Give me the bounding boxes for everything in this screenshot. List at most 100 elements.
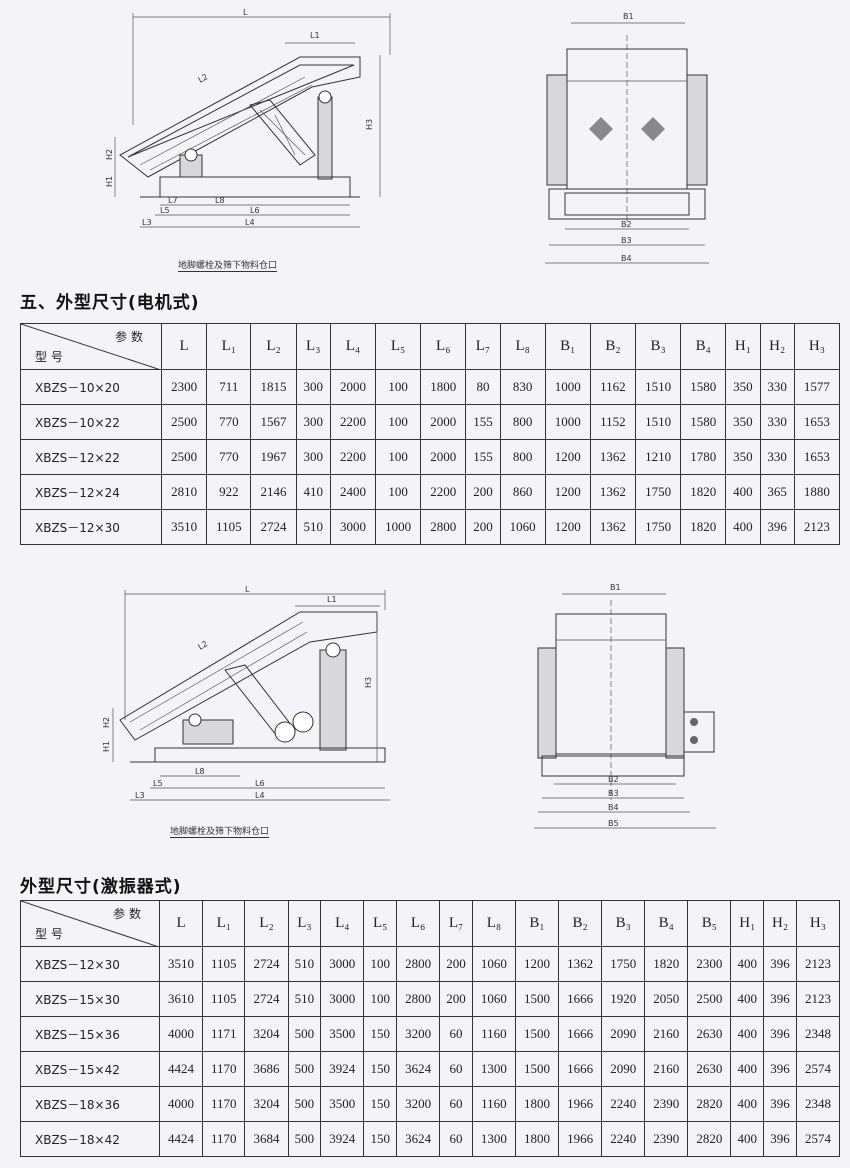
value-cell: 770 bbox=[206, 404, 252, 440]
value-cell: 2123 bbox=[795, 981, 841, 1017]
value-cell: 1200 bbox=[544, 439, 591, 475]
value-cell: 2160 bbox=[644, 1016, 689, 1052]
table2-corner-cell: 参 数 型 号 bbox=[20, 900, 160, 947]
table1-header-0: L bbox=[160, 323, 208, 370]
value-cell: 3500 bbox=[320, 1016, 365, 1052]
value-cell: 396 bbox=[763, 981, 797, 1017]
value-cell: 800 bbox=[499, 404, 546, 440]
side-view-drawing-motor: L L1 L2 H3 H2 H1 L7 L8 L5 L6 L3 L4 bbox=[105, 8, 391, 228]
dim-B3-label-2: B3 bbox=[608, 789, 619, 798]
table2-header-16: H₃ bbox=[795, 900, 841, 947]
value-cell: 1000 bbox=[544, 404, 591, 440]
table1-header-14: H₂ bbox=[759, 323, 795, 370]
table2-header-12: B₄ bbox=[644, 900, 689, 947]
value-cell: 1815 bbox=[250, 369, 297, 405]
table1-header-15: H₃ bbox=[793, 323, 841, 370]
table2-header-3: L₃ bbox=[287, 900, 322, 947]
value-cell: 396 bbox=[763, 946, 797, 982]
value-cell: 1200 bbox=[514, 946, 560, 982]
value-cell: 400 bbox=[730, 1121, 765, 1157]
value-cell: 2200 bbox=[420, 474, 467, 510]
value-cell: 3510 bbox=[158, 946, 204, 982]
value-cell: 396 bbox=[763, 1086, 797, 1122]
mesh-pattern-left bbox=[589, 117, 613, 141]
value-cell: 400 bbox=[730, 1016, 765, 1052]
value-cell: 3200 bbox=[396, 1086, 441, 1122]
table1-header-1: L₁ bbox=[206, 323, 252, 370]
value-cell: 1060 bbox=[499, 509, 546, 545]
value-cell: 60 bbox=[439, 1016, 473, 1052]
value-cell: 2123 bbox=[793, 509, 841, 545]
value-cell: 2630 bbox=[687, 1016, 732, 1052]
table2-header-15: H₂ bbox=[763, 900, 797, 947]
value-cell: 2348 bbox=[795, 1016, 841, 1052]
table2-header-4: L₄ bbox=[320, 900, 365, 947]
value-cell: 3924 bbox=[320, 1051, 365, 1087]
value-cell: 1170 bbox=[202, 1121, 246, 1157]
value-cell: 330 bbox=[759, 404, 795, 440]
value-cell: 2800 bbox=[396, 981, 441, 1017]
drawing1-caption: 地脚螺栓及筛下物料仓口 bbox=[178, 258, 278, 272]
value-cell: 3000 bbox=[320, 981, 365, 1017]
table2-header-0: L bbox=[158, 900, 204, 947]
dim-L6-label-2: L6 bbox=[255, 779, 265, 788]
dim-H2-label-2: H2 bbox=[102, 717, 111, 728]
value-cell: 1750 bbox=[634, 474, 682, 510]
value-cell: 4000 bbox=[158, 1016, 204, 1052]
side-view-drawing-exciter: L L1 L2 H3 H2 H1 L8 L5 L6 L3 L4 bbox=[102, 585, 390, 801]
value-cell: 80 bbox=[465, 369, 501, 405]
value-cell: 3686 bbox=[244, 1051, 289, 1087]
value-cell: 1362 bbox=[589, 474, 637, 510]
value-cell: 2348 bbox=[795, 1086, 841, 1122]
value-cell: 510 bbox=[287, 946, 322, 982]
value-cell: 365 bbox=[759, 474, 795, 510]
table1-header-5: L₅ bbox=[375, 323, 422, 370]
table1-header-2: L₂ bbox=[250, 323, 297, 370]
value-cell: 330 bbox=[759, 369, 795, 405]
table2-header-1: L₁ bbox=[202, 900, 246, 947]
value-cell: 3000 bbox=[320, 946, 365, 982]
value-cell: 1653 bbox=[793, 439, 841, 475]
value-cell: 2123 bbox=[795, 946, 841, 982]
model-cell: XBZS－10×20 bbox=[20, 369, 162, 405]
table1-header-3: L₃ bbox=[295, 323, 331, 370]
value-cell: 2820 bbox=[687, 1086, 732, 1122]
value-cell: 510 bbox=[287, 981, 322, 1017]
value-cell: 1300 bbox=[471, 1051, 516, 1087]
value-cell: 1105 bbox=[202, 981, 246, 1017]
value-cell: 2810 bbox=[160, 474, 208, 510]
value-cell: 2630 bbox=[687, 1051, 732, 1087]
value-cell: 3000 bbox=[329, 509, 377, 545]
model-cell: XBZS－18×42 bbox=[20, 1121, 160, 1157]
dim-L3-label-2: L3 bbox=[135, 791, 145, 800]
table2-header-5: L₅ bbox=[363, 900, 398, 947]
table2-header-9: B₁ bbox=[514, 900, 560, 947]
value-cell: 3624 bbox=[396, 1121, 441, 1157]
value-cell: 150 bbox=[363, 1121, 398, 1157]
table1-header-12: B₄ bbox=[680, 323, 727, 370]
value-cell: 1362 bbox=[589, 509, 637, 545]
value-cell: 2390 bbox=[644, 1086, 689, 1122]
value-cell: 150 bbox=[363, 1051, 398, 1087]
value-cell: 1170 bbox=[202, 1086, 246, 1122]
value-cell: 4000 bbox=[158, 1086, 204, 1122]
dim-L8-label: L8 bbox=[215, 196, 225, 205]
value-cell: 2400 bbox=[329, 474, 377, 510]
table1-header-9: B₁ bbox=[544, 323, 591, 370]
dim-L5-label: L5 bbox=[160, 206, 170, 215]
value-cell: 1800 bbox=[514, 1121, 560, 1157]
table1-title: 五、外型尺寸(电机式) bbox=[20, 293, 200, 313]
dim-H2-label: H2 bbox=[105, 149, 114, 160]
table2-corner-param: 参 数 bbox=[113, 907, 141, 921]
value-cell: 300 bbox=[295, 404, 331, 440]
